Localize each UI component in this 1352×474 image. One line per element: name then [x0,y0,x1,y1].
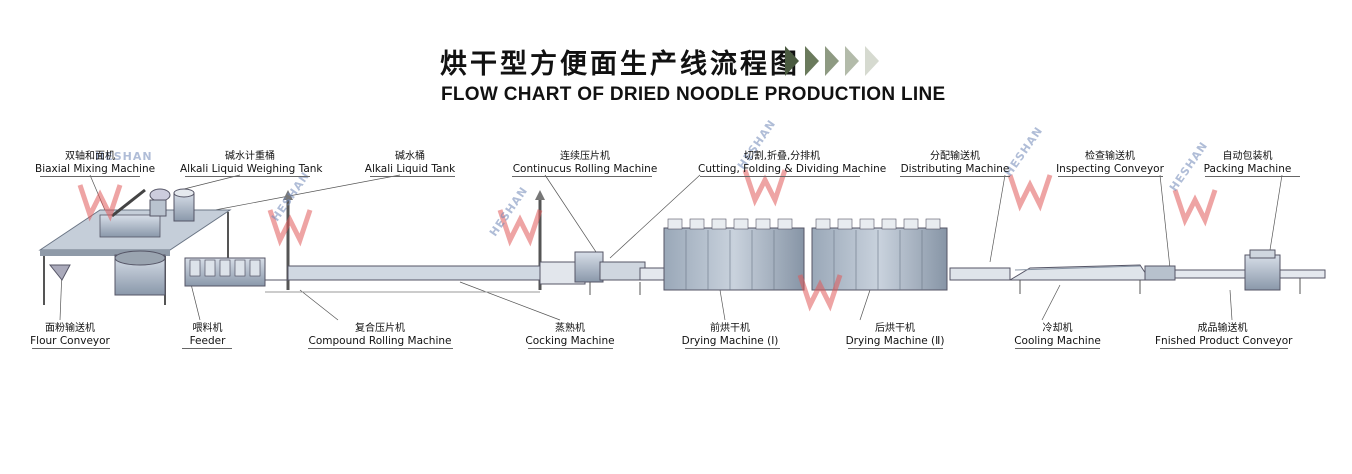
cutting-machine [574,251,666,295]
chevron-icon [845,46,859,76]
inspecting-conveyor [1144,265,1246,281]
title-chinese: 烘干型方便面生产线流程图 [440,49,800,80]
arrow-chevrons-icon [785,46,879,76]
chevron-icon [825,46,839,76]
compound-rolling-machine [184,257,266,287]
cooking-machine [265,190,586,293]
chevron-icon [865,46,879,76]
mixing-machine [38,188,232,305]
packing-machine [1244,249,1326,294]
chevron-icon [785,46,799,76]
title-english: FLOW CHART OF DRIED NOODLE PRODUCTION LI… [441,84,946,105]
drying-machine-2 [811,218,948,291]
chevron-icon [805,46,819,76]
watermark-logo-icon [77,169,1218,312]
watermark-text: HESHAN [95,150,153,163]
drying-machine-1 [663,218,805,291]
distributing-and-cooling-conveyor [949,264,1151,294]
